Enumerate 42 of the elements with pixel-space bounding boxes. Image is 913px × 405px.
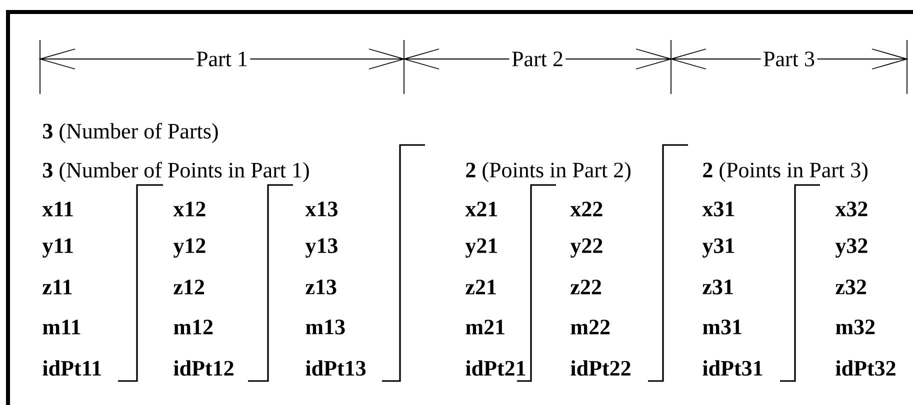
variable-name: m11 <box>42 320 80 334</box>
count-label: 2 (Points in Part 3) <box>703 162 868 182</box>
variable-name: m21 <box>466 320 504 334</box>
variable-name: y31 <box>702 238 734 258</box>
variable-name: idPt11 <box>42 360 101 376</box>
dimension-label: Part 2 <box>512 52 562 66</box>
variable-name: z13 <box>306 280 336 294</box>
variable-name: x12 <box>173 202 206 216</box>
variable-name: y12 <box>173 238 206 258</box>
variable-name: y22 <box>570 238 602 258</box>
variable-name: m31 <box>702 320 742 334</box>
variable-name: z21 <box>466 280 496 294</box>
variable-name: x32 <box>835 202 868 216</box>
variable-name: idPt22 <box>570 360 630 376</box>
variable-name: z22 <box>570 280 602 294</box>
variable-name: x21 <box>465 202 498 216</box>
variable-name: m13 <box>306 320 345 334</box>
variable-name: x31 <box>702 202 734 216</box>
variable-name: x22 <box>570 202 602 216</box>
variable-name: m22 <box>570 320 610 334</box>
variable-name: x11 <box>42 202 73 216</box>
variable-name: z11 <box>42 280 72 294</box>
count-label: 2 (Points in Part 2) <box>466 162 630 182</box>
variable-name: idPt31 <box>702 360 762 376</box>
variable-name: y11 <box>42 238 73 258</box>
count-label: 3 (Number of Points in Part 1) <box>43 162 309 182</box>
variable-name: z31 <box>702 280 733 294</box>
variable-name: m32 <box>836 320 875 334</box>
dimension-label: Part 1 <box>196 52 247 66</box>
variable-name: y21 <box>465 238 498 258</box>
variable-name: idPt32 <box>836 360 896 376</box>
variable-name: z12 <box>174 280 204 294</box>
variable-name: y13 <box>305 238 338 258</box>
variable-name: idPt13 <box>306 360 366 376</box>
variable-name: z32 <box>836 280 866 294</box>
dimension-label: Part 3 <box>764 52 814 66</box>
count-label: 3 (Number of Parts) <box>43 122 218 144</box>
variable-name: idPt12 <box>174 360 234 376</box>
variable-name: m12 <box>174 320 213 334</box>
variable-name: x13 <box>305 202 338 216</box>
variable-name: y32 <box>835 238 868 258</box>
variable-name: idPt21 <box>466 360 526 376</box>
